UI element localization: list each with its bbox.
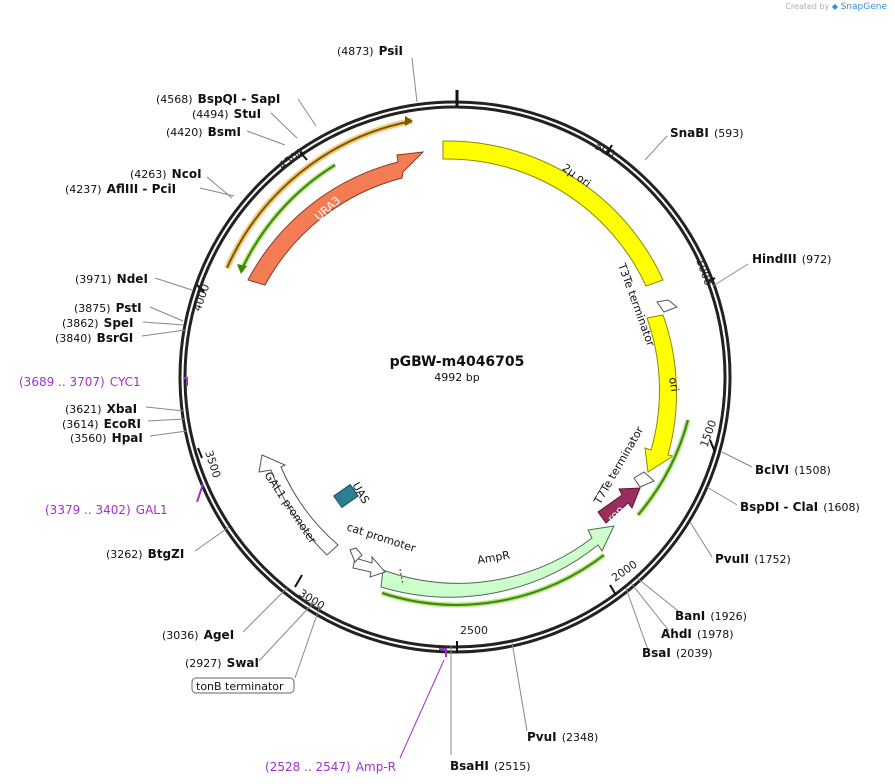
feature-tonb-box: [191, 677, 295, 694]
site-bsrgi: (3840) BsrGI: [55, 327, 133, 346]
feature-label-gal1-promoter: GAL1 promoter: [262, 469, 320, 546]
plasmid-name: pGBW-m4046705: [390, 354, 525, 370]
feature-ori: [644, 314, 677, 473]
site-bsahi: BsaHI (2515): [450, 755, 531, 774]
orf-right-arc-core: [637, 419, 689, 516]
site-pvuii: PvuII (1752): [715, 548, 791, 567]
site-hindiii: HindIII (972): [752, 248, 831, 267]
feature-gal1-promoter: [258, 454, 339, 556]
primer-leaders: [399, 659, 445, 759]
tick-label-1000: 1000: [693, 257, 715, 288]
tick-label-2000: 2000: [609, 558, 639, 585]
backbone-outer: [178, 100, 732, 654]
restriction-sites: (4873) PsiI SnaBI (593) HindIII (972) Bc…: [55, 40, 860, 774]
site-bclvi: BclVI (1508): [755, 459, 831, 478]
plasmid-size: 4992 bp: [434, 371, 479, 384]
site-ahdi: AhdI (1978): [661, 623, 734, 642]
orf-orange-arc-core: [226, 120, 413, 269]
site-ecori: (3614) EcoRI: [62, 413, 141, 432]
site-bsai: BsaI (2039): [642, 642, 713, 661]
site-swai: (2927) SwaI: [185, 652, 259, 671]
feature-2mu-ori: [442, 140, 664, 287]
primer-amp-r: (2528 .. 2547) Amp-R: [265, 756, 396, 775]
feature-uas: [333, 483, 359, 509]
feature-label-ori: ori: [666, 376, 681, 392]
snapgene-logo-icon: ◆: [831, 2, 839, 11]
feature-t7te-terminator: [633, 471, 655, 488]
credit-prefix: Created by: [785, 2, 830, 11]
feature-label-tonb: tonB terminator: [196, 680, 284, 693]
site-xbai: (3621) XbaI: [65, 398, 137, 417]
feature-label-ampr: AmpR: [476, 548, 511, 567]
primer-cyc1: (3689 .. 3707) CYC1: [19, 371, 141, 390]
site-bspdi-clai: BspDI - ClaI (1608): [740, 496, 860, 515]
site-psii: (4873) PsiI: [337, 40, 403, 59]
feature-label-t7te: T7Te terminator: [591, 424, 647, 507]
site-btgzi: (3262) BtgZI: [106, 543, 184, 562]
orf-green-arc-ura3-core: [240, 164, 336, 272]
site-ndei: (3971) NdeI: [75, 268, 148, 287]
primer-gal1: (3379 .. 3402) GAL1: [45, 499, 168, 518]
primer-marks: [184, 377, 447, 657]
site-snabi: SnaBI (593): [670, 122, 744, 141]
feature-rop: [597, 487, 641, 524]
feature-ampr: [380, 525, 615, 598]
site-hpai: (3560) HpaI: [70, 427, 143, 446]
site-agei: (3036) AgeI: [162, 624, 234, 643]
tick-label-3000: 3000: [296, 587, 327, 613]
feature-cat-promoter-small: [349, 547, 363, 563]
site-bspqi-sapi: (4568) BspQI - SapI: [156, 88, 280, 107]
feature-ura3: [247, 151, 425, 286]
orf-green-arrowhead: [237, 264, 247, 274]
site-ncoi: (4263) NcoI: [130, 163, 202, 182]
tick-marks: [196, 144, 716, 653]
site-stui: (4494) StuI: [192, 103, 261, 122]
feature-t3te-terminator: [656, 299, 679, 313]
orf-ampr-arc-core: [381, 554, 605, 606]
primer-labels: (3689 .. 3707) CYC1 (3379 .. 3402) GAL1 …: [19, 371, 396, 775]
feature-cat-promoter: [352, 555, 386, 578]
tick-label-3500: 3500: [202, 449, 223, 480]
site-pvui: PvuI (2348): [527, 726, 598, 745]
orf-orange-arrowhead: [405, 116, 413, 126]
site-spei: (3862) SpeI: [62, 312, 134, 331]
ampr-dotted-mark: [399, 568, 404, 586]
site-bani: BanI (1926): [675, 605, 747, 624]
credit-brand: SnapGene: [840, 2, 887, 12]
tick-label-2500: 2500: [460, 624, 488, 637]
site-psti: (3875) PstI: [74, 297, 142, 316]
site-leader-lines: [141, 57, 753, 755]
snapgene-credit: Created by ◆ SnapGene: [785, 2, 887, 12]
site-afliii-pcii: (4237) AflIII - PciI: [65, 178, 176, 197]
site-bsmi: (4420) BsmI: [166, 121, 241, 140]
